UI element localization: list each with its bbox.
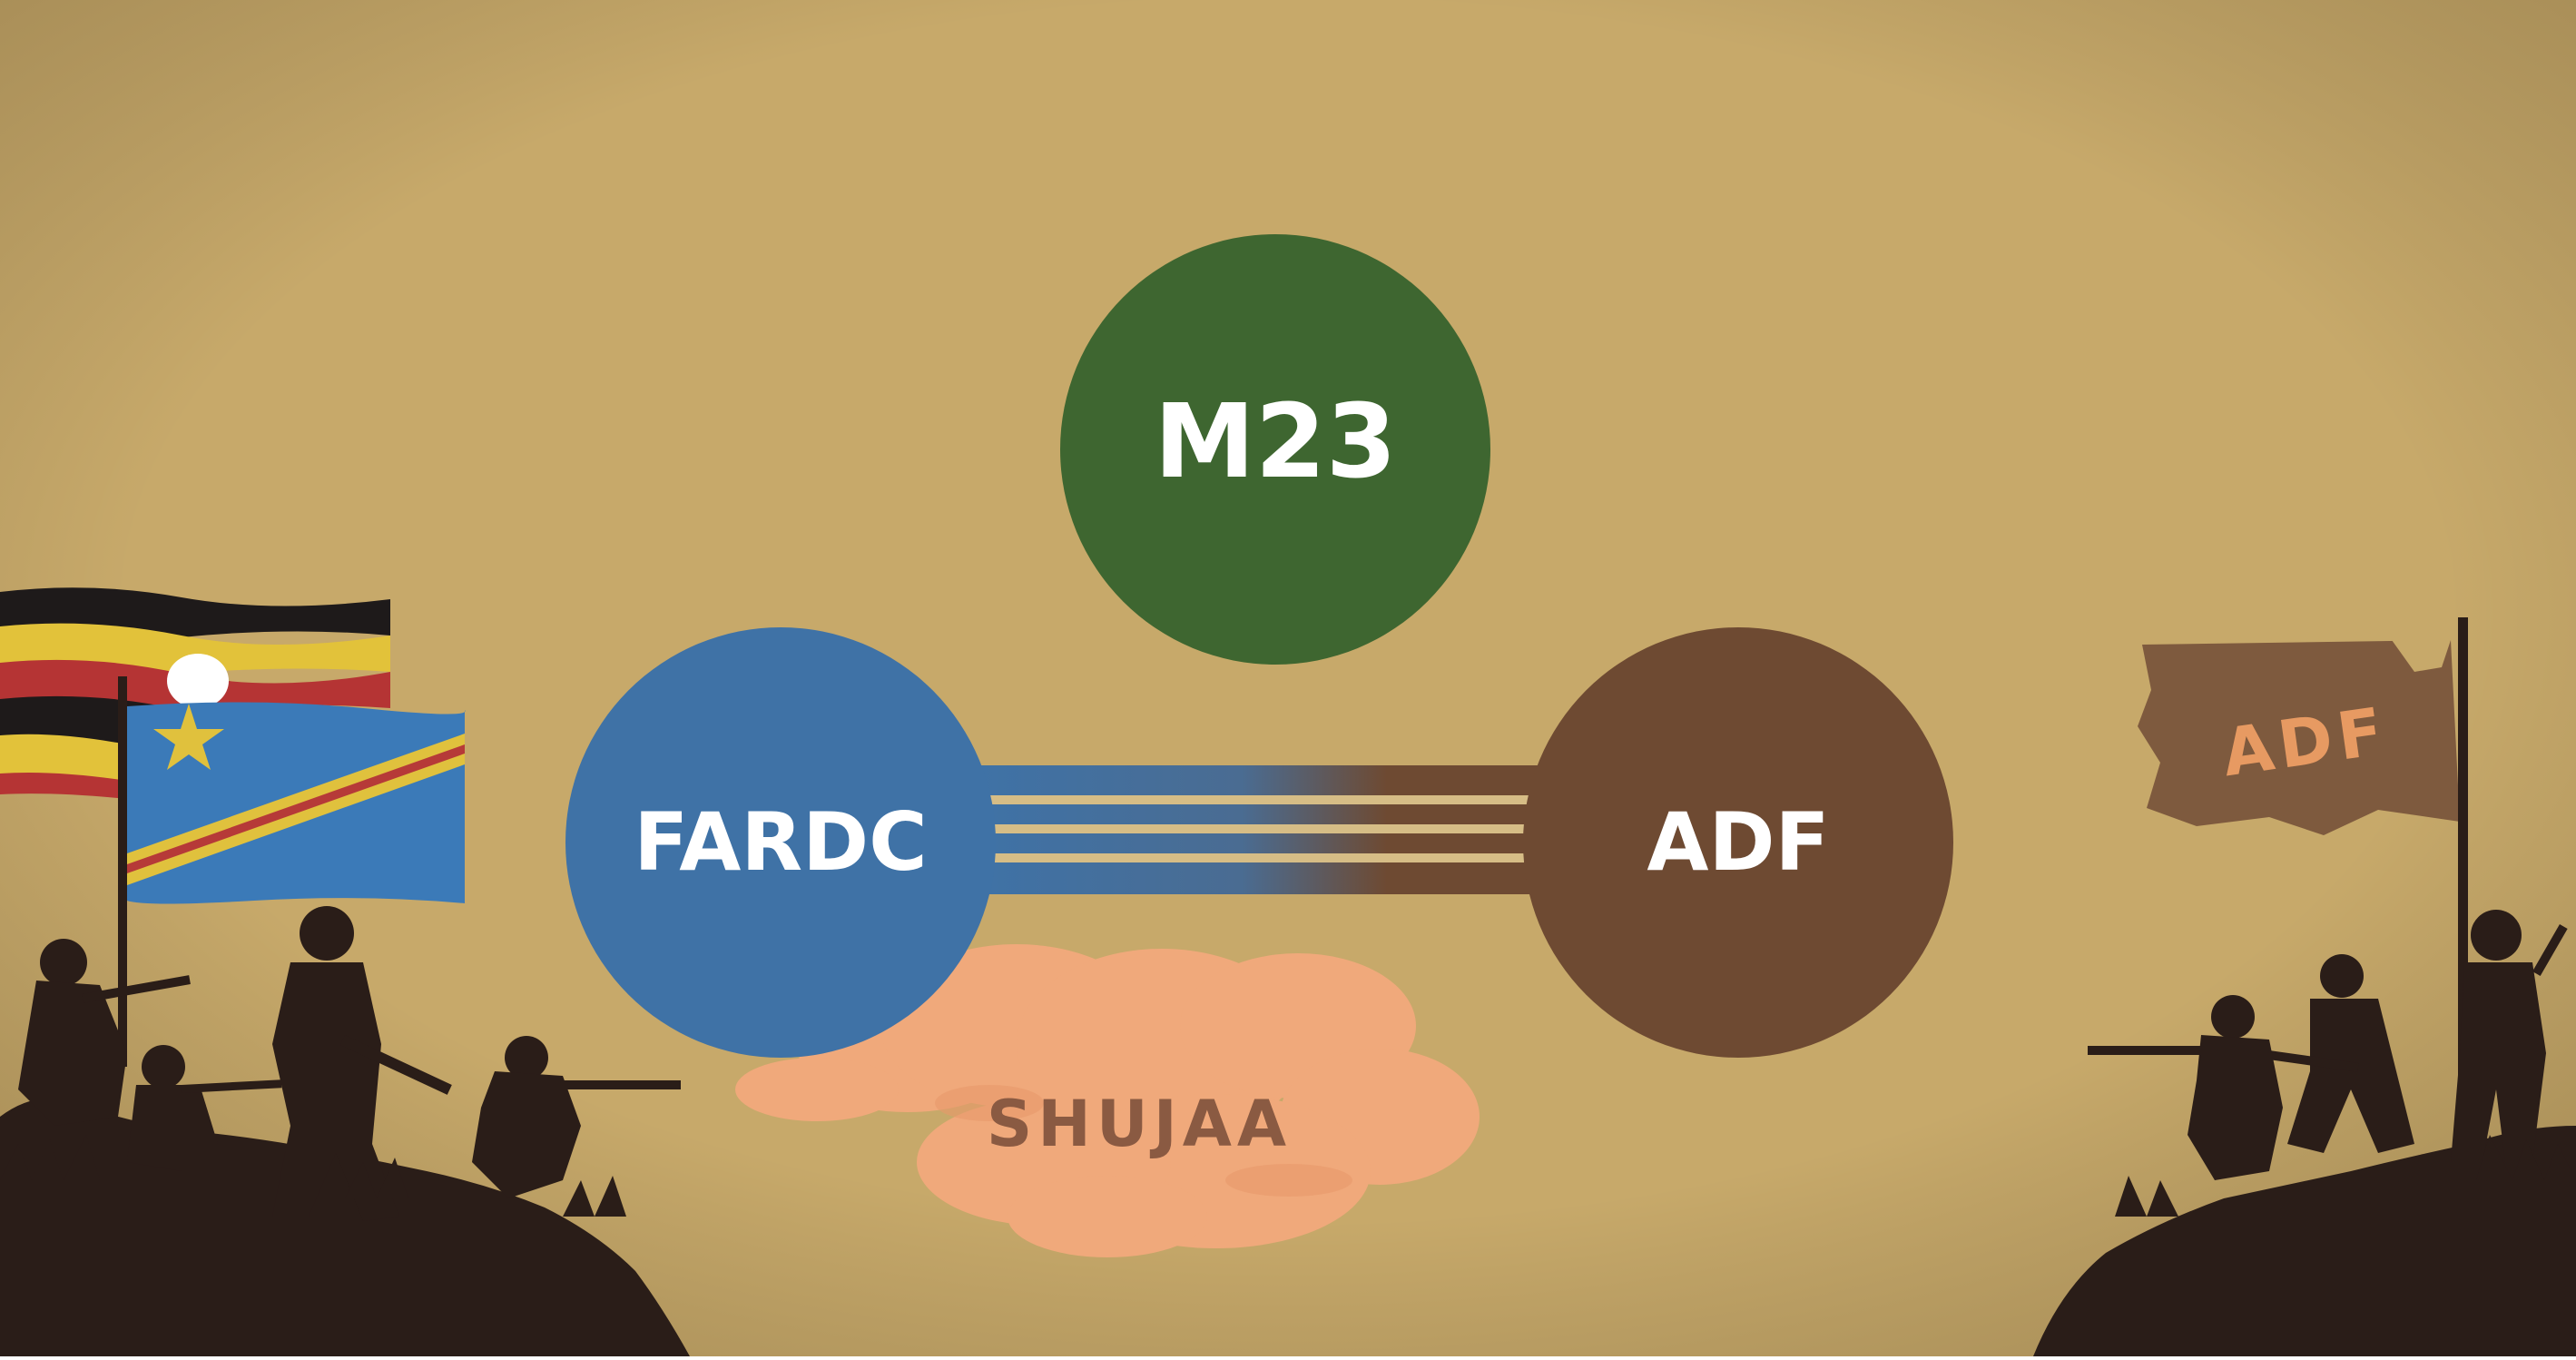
m23-label: M23 xyxy=(1154,383,1396,501)
fardc-adf-link xyxy=(980,765,1561,894)
left-soldiers-silhouette xyxy=(0,906,690,1356)
fardc-node: FARDC xyxy=(565,627,996,1058)
drc-flag xyxy=(127,702,466,904)
shujaa-cloud: SHUJAA xyxy=(735,944,1480,1257)
fardc-label: FARDC xyxy=(634,795,928,889)
shujaa-label: SHUJAA xyxy=(987,1087,1292,1161)
left-flagpole xyxy=(118,676,127,1067)
adf-label: ADF xyxy=(1647,795,1829,889)
adf-flag: ADF xyxy=(2138,640,2460,835)
m23-node: M23 xyxy=(1060,234,1490,665)
right-flagpole xyxy=(2458,617,2468,1089)
right-soldiers-silhouette xyxy=(2033,910,2576,1356)
adf-node: ADF xyxy=(1523,627,1953,1058)
